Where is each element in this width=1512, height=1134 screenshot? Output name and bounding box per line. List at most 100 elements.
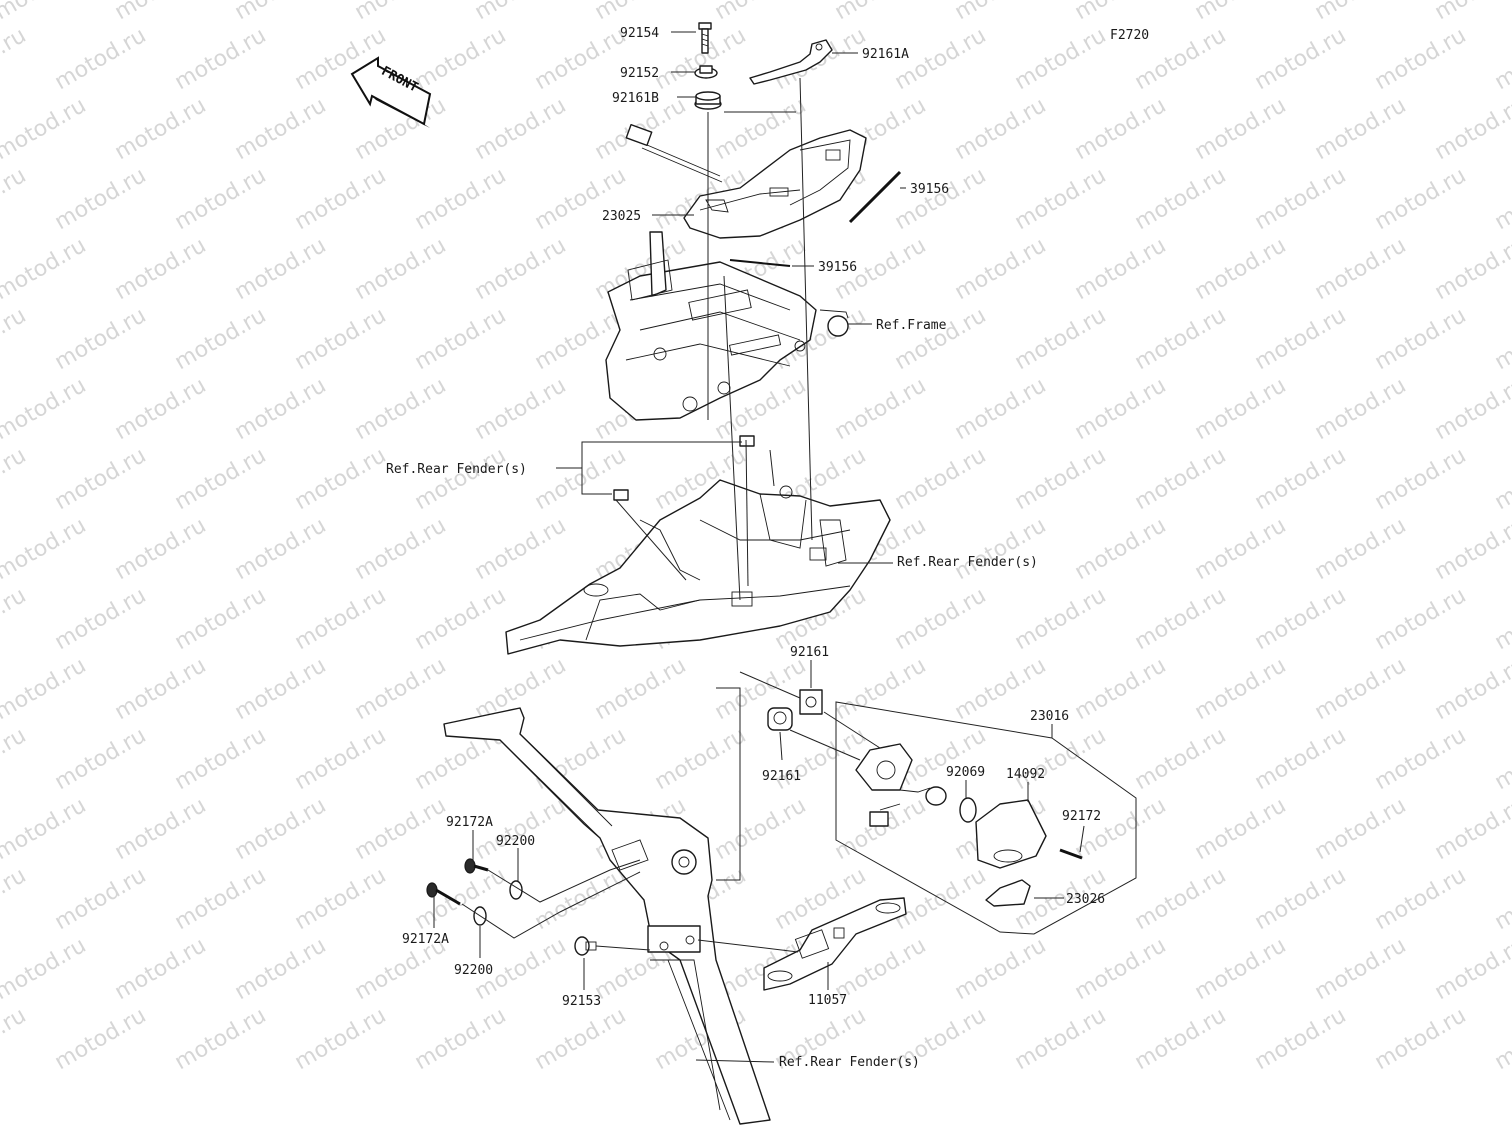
watermark-text: motod.ru bbox=[1371, 863, 1471, 935]
watermark-text: motod.ru bbox=[291, 583, 391, 655]
watermark-text: motod.ru bbox=[591, 0, 691, 25]
watermark-text: motod.ru bbox=[951, 0, 1051, 25]
watermark-text: motod.ru bbox=[1131, 163, 1231, 235]
watermark-text: motod.ru bbox=[0, 0, 90, 25]
watermark-text: motod.ru bbox=[171, 443, 271, 515]
watermark-text: motod.ru bbox=[1191, 373, 1291, 445]
watermark-text: motod.ru bbox=[0, 583, 30, 655]
watermark-text: motod.ru bbox=[111, 0, 211, 25]
watermark-text: motod.ru bbox=[111, 233, 211, 305]
callout-92161A: 92161A bbox=[862, 47, 909, 62]
watermark-text: motod.ru bbox=[1071, 233, 1171, 305]
watermark-text: motod.ru bbox=[891, 163, 991, 235]
watermark-text: motod.ru bbox=[231, 653, 331, 725]
watermark-text: motod.ru bbox=[1371, 1003, 1471, 1075]
watermark-text: motod.ru bbox=[1431, 0, 1512, 25]
bulb-92069 bbox=[959, 797, 977, 823]
watermark-text: motod.ru bbox=[471, 373, 571, 445]
watermark-text: motod.ru bbox=[351, 793, 451, 865]
watermark-text: motod.ru bbox=[1071, 373, 1171, 445]
watermark-text: motod.ru bbox=[471, 513, 571, 585]
bracket-92161A bbox=[749, 39, 833, 85]
watermark-text: motod.ru bbox=[951, 933, 1051, 1005]
watermark-text: motod.ru bbox=[0, 443, 30, 515]
watermark-text: motod.ru bbox=[1011, 443, 1111, 515]
watermark-text: motod.ru bbox=[111, 93, 211, 165]
callout-92152: 92152 bbox=[620, 66, 659, 81]
watermark-text: motod.ru bbox=[411, 163, 511, 235]
watermark-text: motod.ru bbox=[1431, 793, 1512, 865]
watermark-text: motod.ru bbox=[1131, 583, 1231, 655]
callout-92069: 92069 bbox=[946, 765, 985, 780]
watermark-text: motod.ru bbox=[51, 863, 151, 935]
mounting-bracket bbox=[605, 231, 849, 421]
watermark-text: motod.ru bbox=[231, 793, 331, 865]
watermark-text: motod.ru bbox=[1011, 1003, 1111, 1075]
grommet-92161-bottom bbox=[767, 707, 793, 731]
watermark-text: motod.ru bbox=[831, 653, 931, 725]
grommet-92161B bbox=[694, 91, 722, 110]
watermark-text: motod.ru bbox=[951, 233, 1051, 305]
watermark-text: motod.ru bbox=[1251, 443, 1351, 515]
watermark-text: motod.ru bbox=[1431, 93, 1512, 165]
watermark-text: motod.ru bbox=[711, 653, 811, 725]
callout-92172A-1: 92172A bbox=[446, 815, 493, 830]
watermark-text: motod.ru bbox=[231, 93, 331, 165]
watermark-text: motod.ru bbox=[1251, 163, 1351, 235]
watermark-text: motod.ru bbox=[831, 373, 931, 445]
callout-14092: 14092 bbox=[1006, 767, 1045, 782]
watermark-text: motod.ru bbox=[1251, 723, 1351, 795]
watermark-text: motod.ru bbox=[1251, 23, 1351, 95]
watermark-text: motod.ru bbox=[411, 1003, 511, 1075]
watermark-text: motod.ru bbox=[1371, 723, 1471, 795]
watermark-text: motod.ru bbox=[291, 443, 391, 515]
watermark-text: motod.ru bbox=[1371, 163, 1471, 235]
watermark-text: motod.ru bbox=[1371, 443, 1471, 515]
callout-ref-rear-fender-3: Ref.Rear Fender(s) bbox=[779, 1055, 920, 1070]
bolt-92172A-2 bbox=[426, 882, 461, 906]
watermark-text: motod.ru bbox=[1191, 93, 1291, 165]
watermark-text: motod.ru bbox=[231, 0, 331, 25]
watermark-text: motod.ru bbox=[1311, 653, 1411, 725]
watermark-text: motod.ru bbox=[411, 863, 511, 935]
watermark-text: motod.ru bbox=[0, 1003, 30, 1075]
watermark-text: motod.ru bbox=[1311, 513, 1411, 585]
watermark-text: motod.ru bbox=[1371, 303, 1471, 375]
watermark-text: motod.ru bbox=[51, 23, 151, 95]
watermark-text: motod.ru bbox=[1311, 373, 1411, 445]
callout-ref-rear-fender-2: Ref.Rear Fender(s) bbox=[897, 555, 1038, 570]
watermark-text: motod.ru bbox=[111, 933, 211, 1005]
callout-92161B: 92161B bbox=[612, 91, 659, 106]
watermark-text: motod.ru bbox=[1491, 1003, 1512, 1075]
watermark-text: motod.ru bbox=[1431, 933, 1512, 1005]
tail-light-23025 bbox=[625, 123, 867, 239]
watermark-text: motod.ru bbox=[1431, 373, 1512, 445]
watermark-text: motod.ru bbox=[171, 163, 271, 235]
watermark-text: motod.ru bbox=[51, 443, 151, 515]
watermark-text: motod.ru bbox=[471, 233, 571, 305]
watermark-text: motod.ru bbox=[0, 513, 90, 585]
watermark-text: motod.ru bbox=[291, 1003, 391, 1075]
callout-labels: 92154 92152 92161B 92161A 39156 23025 39… bbox=[386, 26, 1105, 1070]
watermark-text: motod.ru bbox=[711, 0, 811, 25]
watermark-text: motod.ru bbox=[0, 653, 90, 725]
watermark-text: motod.ru bbox=[531, 443, 631, 515]
callout-92153: 92153 bbox=[562, 994, 601, 1009]
watermark-text: motod.ru bbox=[1311, 233, 1411, 305]
watermark-text: motod.ru bbox=[171, 723, 271, 795]
watermark-text: motod.ru bbox=[1371, 23, 1471, 95]
watermark-text: motod.ru bbox=[1131, 1003, 1231, 1075]
callout-11057: 11057 bbox=[808, 993, 847, 1008]
callout-39156-b: 39156 bbox=[818, 260, 857, 275]
watermark-text: motod.ru bbox=[1071, 93, 1171, 165]
watermark-text: motod.ru bbox=[171, 23, 271, 95]
watermark-text: motod.ru bbox=[651, 23, 751, 95]
callout-23016: 23016 bbox=[1030, 709, 1069, 724]
watermark-text: motod.ru bbox=[1071, 0, 1171, 25]
washer-92152 bbox=[694, 65, 718, 79]
watermark-text: motod.ru bbox=[951, 93, 1051, 165]
watermark-text: motod.ru bbox=[1191, 233, 1291, 305]
watermark-text: motod.ru bbox=[1011, 163, 1111, 235]
watermark-text: motod.ru bbox=[411, 23, 511, 95]
watermark-text: motod.ru bbox=[1491, 303, 1512, 375]
